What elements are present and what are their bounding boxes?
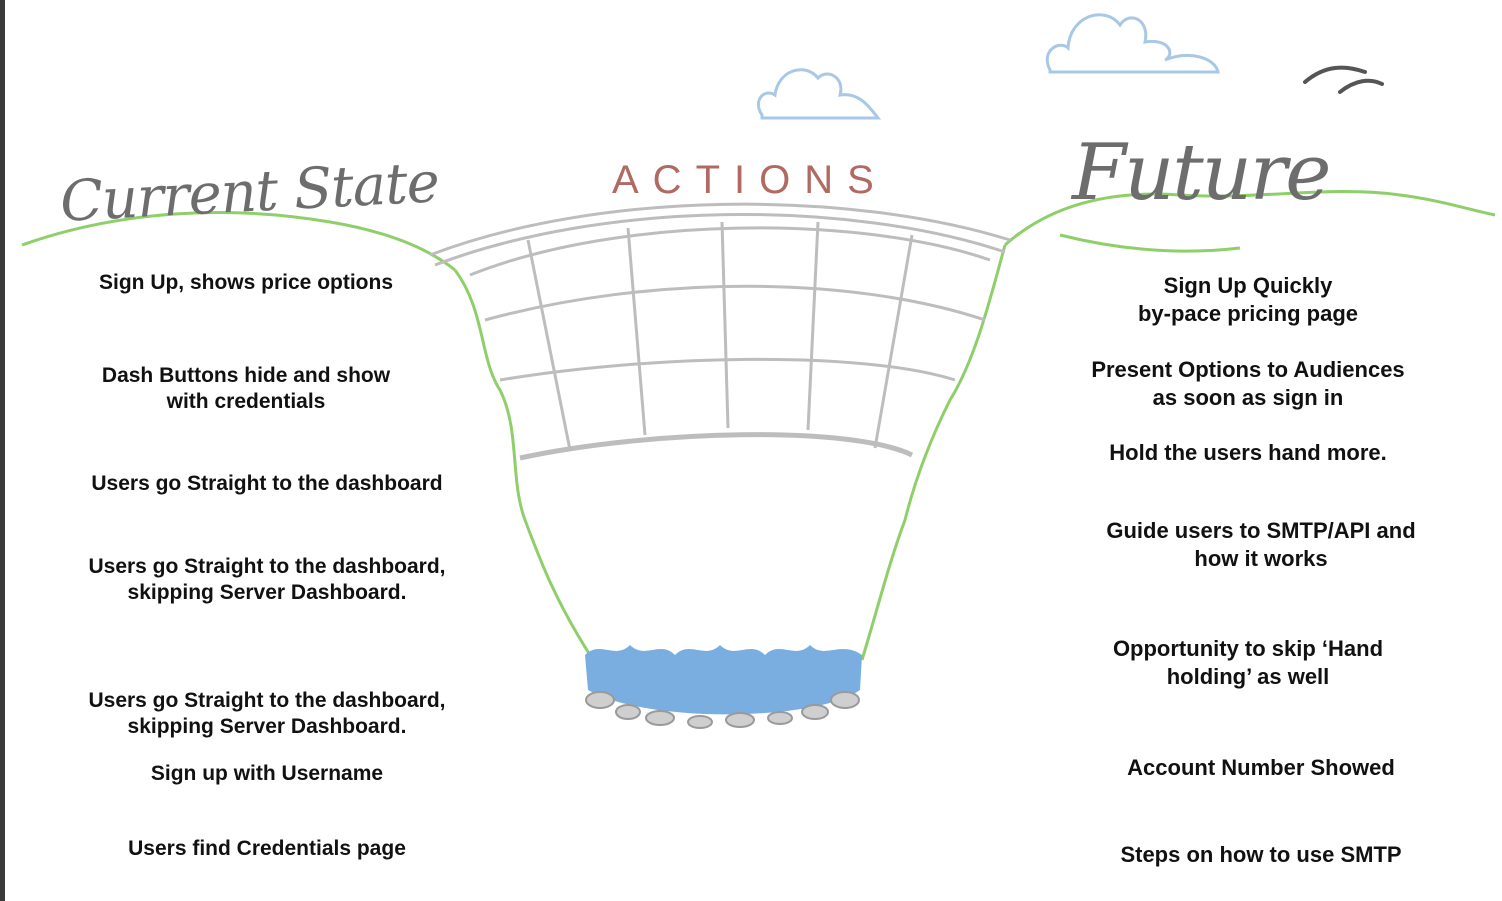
future-item: Steps on how to use SMTP (1120, 842, 1402, 867)
future-item: Account Number Showed (1127, 755, 1395, 780)
current-item: Dash Buttons hide and show with credenti… (101, 364, 391, 413)
window-edge (0, 0, 5, 901)
water (585, 645, 862, 715)
canyon-outline (21, 189, 1496, 661)
birds-icon (1303, 65, 1384, 94)
cloud-icon (1045, 13, 1220, 74)
current-item: Users go Straight to the dashboard, skip… (88, 689, 446, 738)
bridge (429, 202, 1011, 461)
actions-heading: ACTIONS (612, 158, 888, 202)
current-item: Users find Credentials page (128, 837, 406, 860)
future-heading: Future (1072, 128, 1331, 218)
current-item: Users go Straight to the dashboard (91, 472, 443, 495)
future-item: Hold the users hand more. (1109, 440, 1387, 465)
rocks (585, 691, 860, 729)
future-item: Present Options to Audiences as soon as … (1091, 357, 1405, 410)
future-item: Opportunity to skip ‘Hand holding’ as we… (1112, 636, 1384, 689)
future-item: Guide users to SMTP/API and how it works (1106, 518, 1416, 571)
current-item: Sign Up, shows price options (98, 271, 394, 294)
current-item: Users go Straight to the dashboard, skip… (88, 555, 446, 604)
current-item: Sign up with Username (150, 762, 384, 785)
future-item: Sign Up Quickly by-pace pricing page (1137, 273, 1359, 326)
cloud-icon (756, 68, 882, 120)
